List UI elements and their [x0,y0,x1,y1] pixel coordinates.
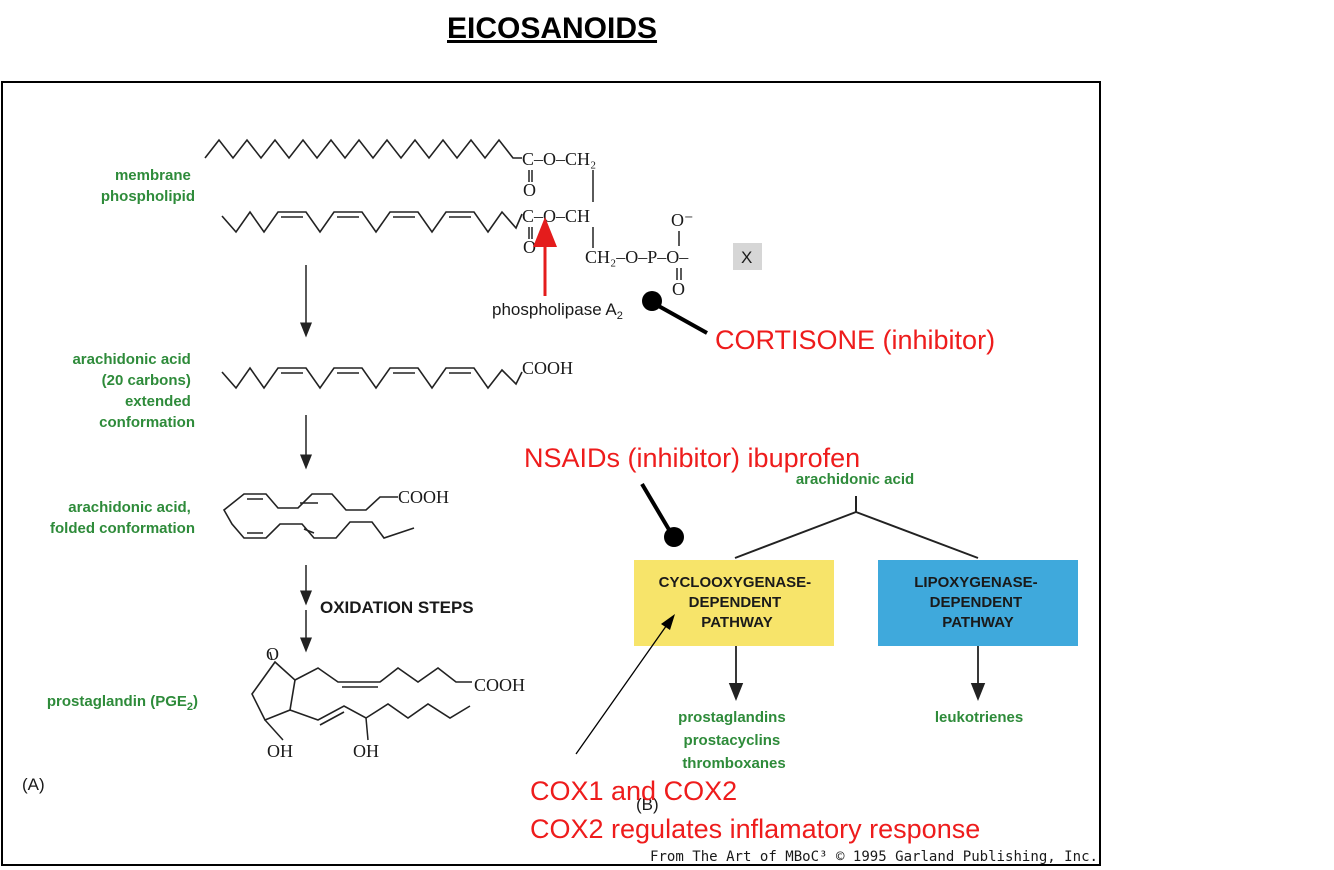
cox-products: prostaglandins prostacyclins thromboxane… [678,709,790,772]
annotation-cortisone: CORTISONE (inhibitor) [715,325,995,355]
double-bonds-3 [247,498,318,534]
branch-right [855,511,979,559]
saturated-fatty-chain [204,138,522,160]
hydroxyl-1: OH [267,741,293,761]
cyclooxygenase-box-label: CYCLOOXYGENASE- DEPENDENT PATHWAY [659,574,816,631]
cooh-prostaglandin: COOH [474,675,525,695]
label-arachidonic-folded: arachidonic acid, folded conformation [50,499,195,537]
double-bond-lower [319,711,345,726]
lox-products: leukotrienes [935,709,1023,726]
cyclooxygenase-box [634,560,834,646]
nsaids-pointer [640,482,673,535]
ester-group-1: C–O–CH₂ [522,149,596,169]
prostaglandin-ring [251,660,296,722]
carbonyl-o-1: O [523,180,536,200]
hydroxyl-2: OH [353,741,379,761]
annotation-nsaids: NSAIDs (inhibitor) ibuprofen [524,443,860,473]
branch-left [734,511,857,559]
lipoxygenase-box [878,560,1078,646]
oh-bond-1 [264,719,284,741]
label-arachidonic-acid-b: arachidonic acid [796,471,914,488]
arachidonic-extended-chain [221,366,523,390]
label-oxidation-steps: OXIDATION STEPS [320,598,474,617]
phosphate-o-minus: O⁻ [671,210,694,230]
label-prostaglandin: prostaglandin (PGE2) [47,693,198,713]
head-group-x: X [741,248,752,267]
carbonyl-o-2: O [523,237,536,257]
phosphate-row: CH₂–O–P–O– [585,247,689,267]
annotation-cox-line2: COX2 regulates inflamatory response [530,814,980,844]
cortisone-pointer [654,302,708,335]
prostaglandin-lower-chain [289,703,471,721]
oh-bond-2 [365,717,369,741]
ester-group-2: C–O–CH [522,206,590,226]
head-group-box [733,243,762,270]
ring-carbonyl [269,651,273,661]
label-phospholipase: phospholipase A2 [492,300,623,322]
lipoxygenase-box-label: LIPOXYGENASE- DEPENDENT PATHWAY [914,574,1042,631]
panel-a-letter: (A) [22,775,45,794]
arachidonic-folded-chain [222,493,415,539]
page-title: EICOSANOIDS [447,12,658,45]
unsaturated-fatty-chain [221,210,523,234]
phosphate-o: O [672,279,685,299]
annotation-cox-line1: COX1 and COX2 [530,776,737,806]
cooh-folded: COOH [398,487,449,507]
cooh-extended: COOH [522,358,573,378]
label-membrane-phospholipid: membrane phospholipid [101,167,195,205]
cox-pointer-head [661,614,675,630]
label-arachidonic-extended: arachidonic acid (20 carbons) extended c… [72,351,195,431]
ring-oxygen: O [266,644,279,664]
prostaglandin-upper-chain [294,667,472,683]
credit-line: From The Art of MBoC³ © 1995 Garland Pub… [650,849,1098,865]
cox-pointer-line [575,621,670,755]
diagram-frame [1,81,1101,866]
nsaids-marker [664,527,684,547]
panel-b-letter: (B) [636,795,659,814]
